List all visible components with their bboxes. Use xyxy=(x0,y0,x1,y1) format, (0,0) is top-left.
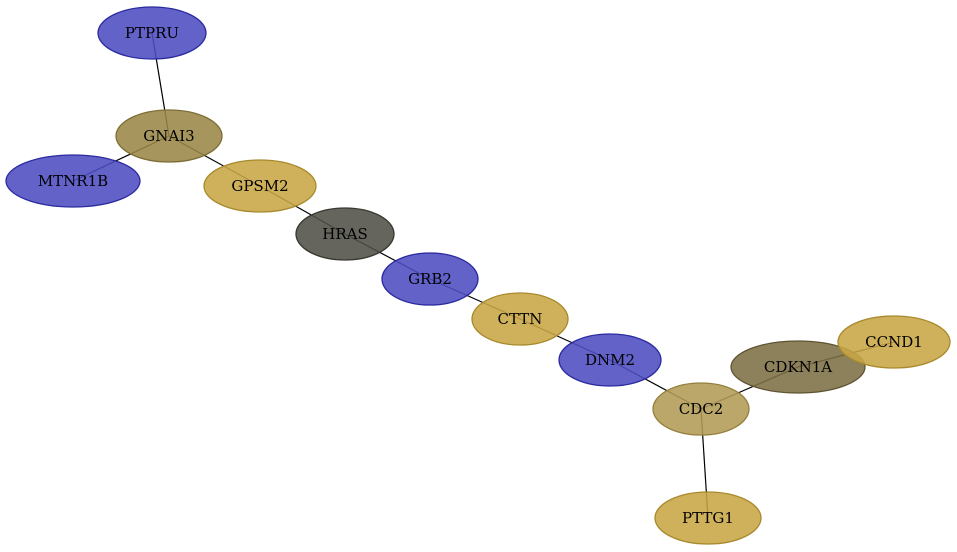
node-gnai3[interactable]: GNAI3 xyxy=(115,109,223,163)
node-cdkn1a-label: CDKN1A xyxy=(764,358,832,376)
node-cttn-label: CTTN xyxy=(498,310,543,328)
node-gpsm2-ellipse xyxy=(203,159,317,213)
node-ptpru-label: PTPRU xyxy=(125,24,179,42)
node-pttg1-label: PTTG1 xyxy=(682,509,734,527)
node-gpsm2[interactable]: GPSM2 xyxy=(203,159,317,213)
node-ccnd1-label: CCND1 xyxy=(865,333,923,351)
node-dnm2-ellipse xyxy=(558,333,662,387)
node-cdkn1a-ellipse xyxy=(730,340,866,394)
node-cttn[interactable]: CTTN xyxy=(471,292,569,346)
node-grb2-label: GRB2 xyxy=(408,270,452,288)
node-cdc2[interactable]: CDC2 xyxy=(652,382,750,436)
node-cdc2-label: CDC2 xyxy=(679,400,724,418)
node-mtnr1b-ellipse xyxy=(5,154,141,208)
node-dnm2[interactable]: DNM2 xyxy=(558,333,662,387)
node-hras-label: HRAS xyxy=(322,225,367,243)
node-hras-ellipse xyxy=(295,207,395,261)
node-gnai3-ellipse xyxy=(115,109,223,163)
node-cttn-ellipse xyxy=(471,292,569,346)
node-gnai3-label: GNAI3 xyxy=(143,127,194,145)
node-ptpru-ellipse xyxy=(97,6,207,60)
node-pttg1[interactable]: PTTG1 xyxy=(654,491,762,545)
node-grb2-ellipse xyxy=(381,252,479,306)
node-mtnr1b-label: MTNR1B xyxy=(38,172,108,190)
node-cdc2-ellipse xyxy=(652,382,750,436)
node-cdkn1a[interactable]: CDKN1A xyxy=(730,340,866,394)
node-ccnd1[interactable]: CCND1 xyxy=(837,315,951,369)
node-gpsm2-label: GPSM2 xyxy=(231,177,288,195)
node-dnm2-label: DNM2 xyxy=(585,351,635,369)
node-hras[interactable]: HRAS xyxy=(295,207,395,261)
node-grb2[interactable]: GRB2 xyxy=(381,252,479,306)
node-pttg1-ellipse xyxy=(654,491,762,545)
node-ccnd1-ellipse xyxy=(837,315,951,369)
node-mtnr1b[interactable]: MTNR1B xyxy=(5,154,141,208)
node-ptpru[interactable]: PTPRU xyxy=(97,6,207,60)
